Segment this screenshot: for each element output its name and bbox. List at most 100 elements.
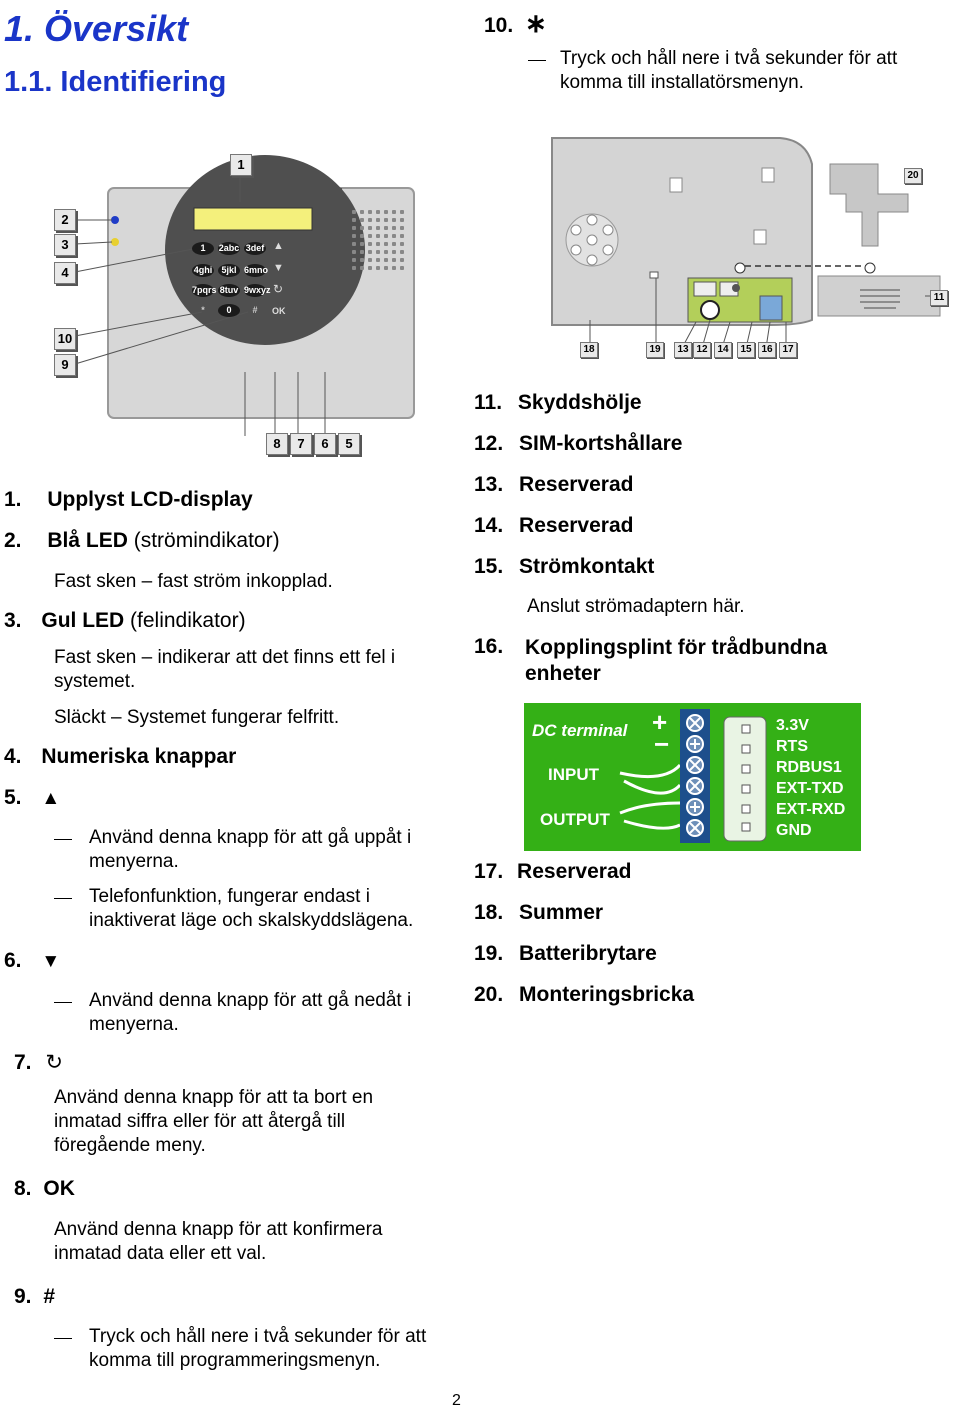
item-number: 15. xyxy=(474,555,504,578)
item-label: Monteringsbricka xyxy=(519,983,695,1006)
terminal-block-figure: DC terminal INPUT OUTPUT + − 3.3V RTS RD… xyxy=(524,703,861,851)
list-item-7: 7. ↻ xyxy=(14,1050,63,1075)
key-0[interactable]: 0 xyxy=(218,304,240,317)
page-title: 1. Översikt xyxy=(4,8,189,49)
back-icon: ↻ xyxy=(45,1051,63,1074)
callout-15: 15 xyxy=(737,342,755,358)
list-item-9: 9. # xyxy=(14,1285,55,1309)
callout-9: 9 xyxy=(54,354,76,376)
item-number: 6. xyxy=(4,949,22,972)
item-number: 16. xyxy=(474,635,504,658)
item-note: (strömindikator) xyxy=(127,529,280,552)
section-title: 1.1. Identifiering xyxy=(4,66,227,98)
up-arrow-icon[interactable]: ▲ xyxy=(273,240,284,252)
list-item-4: 4. Numeriska knappar xyxy=(4,745,236,769)
item-label: Strömkontakt xyxy=(519,555,655,578)
item-10: 10. ∗ xyxy=(484,8,547,39)
item-number: 3. xyxy=(4,609,22,632)
list-item-1: 1. Upplyst LCD-display xyxy=(4,488,253,512)
list-item-16: 16. Kopplingsplint för trådbundna enhete… xyxy=(474,635,874,687)
item-5-desc-1: Använd denna knapp för att gå uppåt i me… xyxy=(89,827,412,872)
item-6-desc-1: Använd denna knapp för att gå nedåt i me… xyxy=(89,990,412,1035)
tb-pin-3-3v: 3.3V xyxy=(776,717,809,734)
key-9[interactable]: 9wxyz xyxy=(244,284,271,297)
item-label: Blå LED xyxy=(47,529,128,552)
back-icon[interactable]: ↻ xyxy=(273,282,284,296)
callout-16: 16 xyxy=(758,342,776,358)
key-hash[interactable]: # xyxy=(252,305,258,315)
item-label: # xyxy=(43,1285,56,1308)
ok-key[interactable]: OK xyxy=(272,306,286,316)
callout-13: 13 xyxy=(674,342,692,358)
item-3-desc-2: Släckt – Systemet fungerar felfritt. xyxy=(54,707,340,728)
tb-input-label: INPUT xyxy=(548,765,599,784)
item-label: OK xyxy=(43,1177,75,1200)
item-label: Skyddshölje xyxy=(517,391,642,414)
item-5-desc-2: Telefonfunktion, fungerar endast i inakt… xyxy=(89,886,414,931)
list-item-18: 18. Summer xyxy=(474,901,603,925)
tb-pin-rdbus1: RDBUS1 xyxy=(776,759,842,776)
item-9-desc: Tryck och håll nere i två sekunder för a… xyxy=(89,1326,427,1371)
list-item-19: 19. Batteribrytare xyxy=(474,942,657,966)
key-6[interactable]: 6mno xyxy=(244,264,269,277)
tb-minus-label: − xyxy=(654,729,670,759)
list-item-3: 3. Gul LED (felindikator) xyxy=(4,609,246,633)
list-item-11: 11. Skyddshölje xyxy=(474,391,642,415)
item-number: 5. xyxy=(4,786,22,809)
item-label: Reserverad xyxy=(519,473,634,496)
callout-6: 6 xyxy=(314,433,336,455)
item-number: 7. xyxy=(14,1051,32,1074)
down-arrow-icon: ▼ xyxy=(41,951,61,972)
item-number: 13. xyxy=(474,473,504,496)
item-label: Gul LED xyxy=(41,609,125,632)
item-number: 9. xyxy=(14,1285,32,1308)
list-item-20: 20. Monteringsbricka xyxy=(474,983,694,1007)
list-item-6: 6. ▼ xyxy=(4,949,60,973)
tb-pin-rts: RTS xyxy=(776,738,808,755)
front-panel-drawing xyxy=(74,155,415,436)
tb-pin-gnd: GND xyxy=(776,822,812,839)
item-2-desc: Fast sken – fast ström inkopplad. xyxy=(54,571,333,592)
item-number: 14. xyxy=(474,514,504,537)
callout-20: 20 xyxy=(904,168,922,184)
tb-dc-terminal-label: DC terminal xyxy=(532,721,628,740)
back-panel-drawing xyxy=(551,137,941,349)
item-number: 20. xyxy=(474,983,504,1006)
callout-14: 14 xyxy=(714,342,732,358)
callout-7: 7 xyxy=(290,433,312,455)
key-1[interactable]: 1 xyxy=(192,242,214,255)
item-8-desc: Använd denna knapp för att konfirmera in… xyxy=(54,1219,383,1264)
tb-plus-label: + xyxy=(652,707,668,737)
item-label: Reserverad xyxy=(517,860,632,883)
tb-pin-ext-txd: EXT-TXD xyxy=(776,780,844,797)
callout-2: 2 xyxy=(54,209,76,231)
item-number: 11. xyxy=(474,391,503,414)
item-number: 17. xyxy=(474,860,504,883)
key-4[interactable]: 4ghi xyxy=(192,264,214,277)
list-item-2: 2. Blå LED (strömindikator) xyxy=(4,529,280,553)
up-arrow-icon: ▲ xyxy=(41,788,61,809)
key-7[interactable]: 7pqrs xyxy=(192,284,217,297)
tb-pin-ext-rxd: EXT-RXD xyxy=(776,801,846,818)
callout-12: 12 xyxy=(693,342,711,358)
item-number: 19. xyxy=(474,942,504,965)
item-note: (felindikator) xyxy=(124,609,246,632)
key-2[interactable]: 2abc xyxy=(218,242,240,255)
item-number: 18. xyxy=(474,901,504,924)
callout-1: 1 xyxy=(230,154,252,176)
item-label: Numeriska knappar xyxy=(41,745,237,768)
item-15-desc: Anslut strömadaptern här. xyxy=(527,596,745,617)
key-8[interactable]: 8tuv xyxy=(218,284,240,297)
key-3[interactable]: 3def xyxy=(244,242,266,255)
page-number: 2 xyxy=(452,1392,461,1409)
down-arrow-icon[interactable]: ▼ xyxy=(273,262,284,274)
item-7-desc: Använd denna knapp för att ta bort en in… xyxy=(54,1087,374,1156)
item-number: 4. xyxy=(4,745,22,768)
callout-4: 4 xyxy=(54,262,76,284)
key-5[interactable]: 5jkl xyxy=(218,264,240,277)
key-star[interactable]: * xyxy=(201,305,205,315)
item-number: 8. xyxy=(14,1177,32,1200)
callout-11: 11 xyxy=(930,290,948,306)
tb-output-label: OUTPUT xyxy=(540,810,610,829)
list-item-14: 14. Reserverad xyxy=(474,514,633,538)
